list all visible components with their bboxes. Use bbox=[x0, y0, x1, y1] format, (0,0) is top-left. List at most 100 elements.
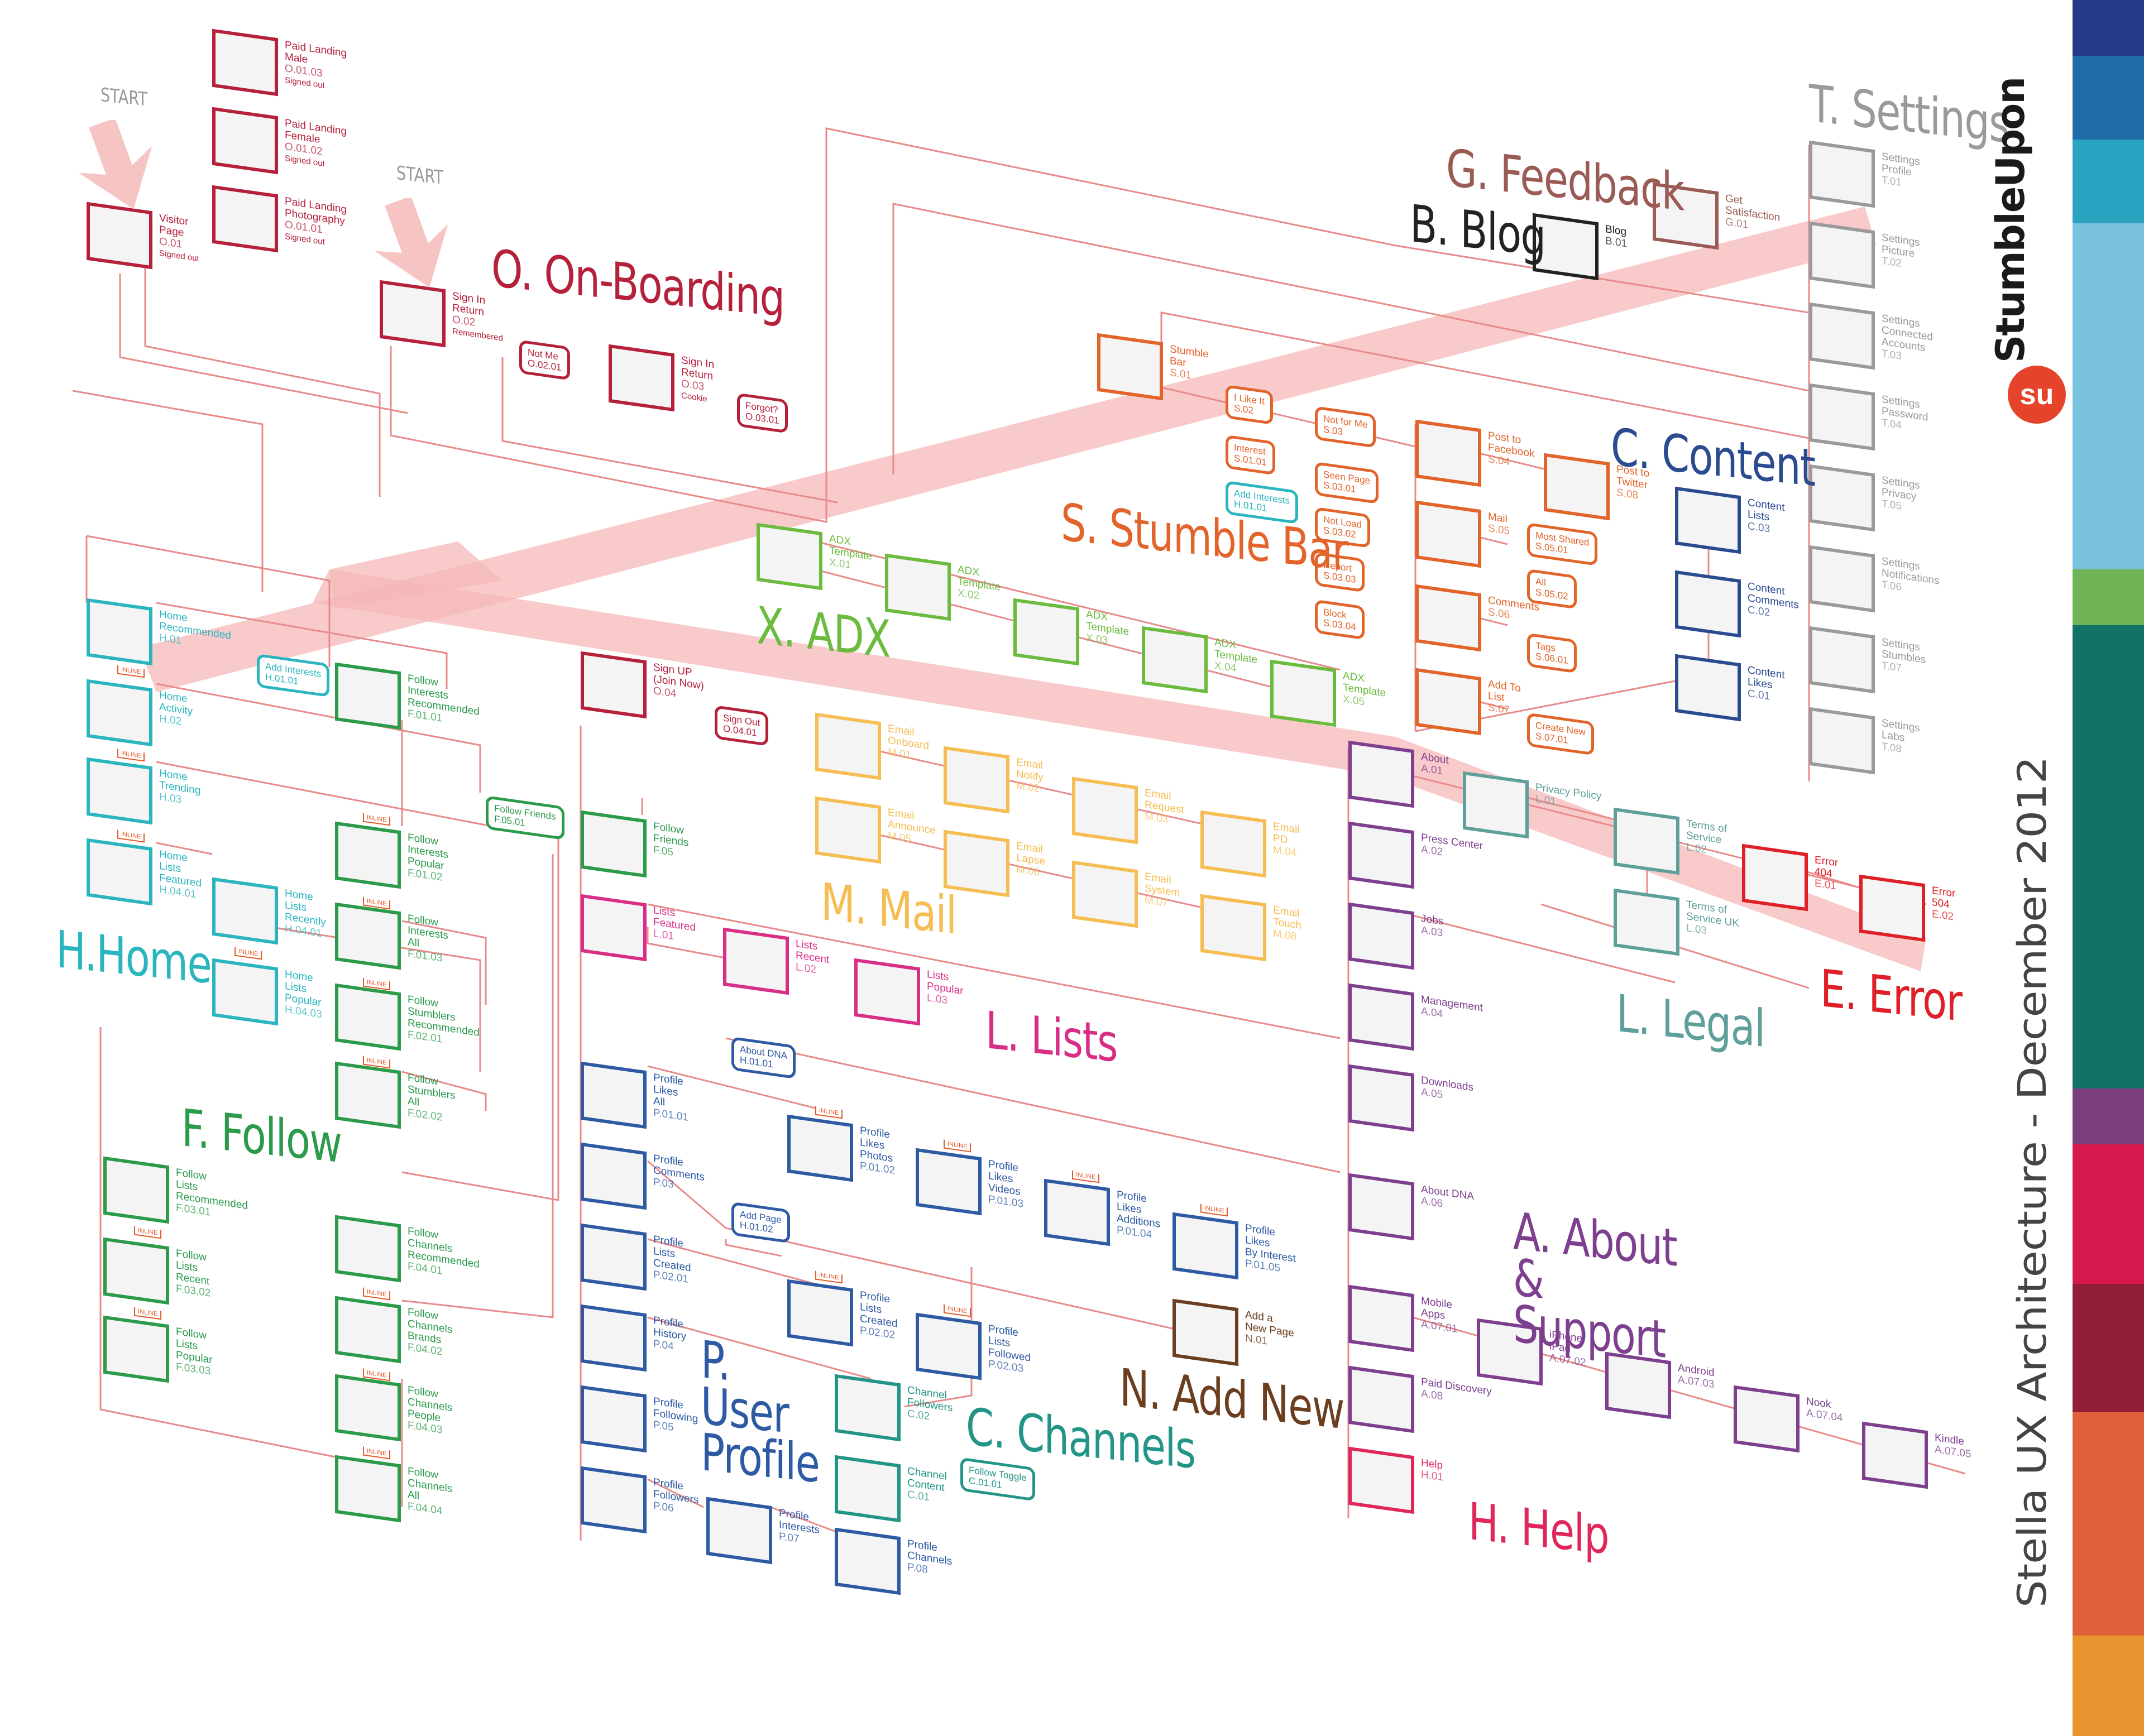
page-thumbnail[interactable] bbox=[335, 662, 401, 730]
page-thumbnail[interactable] bbox=[1348, 1284, 1414, 1353]
page-thumbnail[interactable] bbox=[787, 1114, 853, 1182]
page-thumbnail[interactable] bbox=[581, 1223, 647, 1291]
page-thumbnail[interactable] bbox=[1348, 821, 1414, 889]
page-thumbnail[interactable] bbox=[1142, 626, 1208, 694]
page-thumbnail[interactable] bbox=[723, 927, 789, 995]
page-thumbnail[interactable] bbox=[1809, 707, 1875, 775]
page-thumbnail[interactable] bbox=[916, 1148, 982, 1216]
page-thumbnail[interactable] bbox=[335, 1455, 401, 1523]
page-thumbnail[interactable] bbox=[1675, 654, 1741, 722]
page-thumbnail[interactable] bbox=[1044, 1178, 1110, 1246]
page-thumbnail[interactable] bbox=[835, 1374, 901, 1442]
page-thumbnail[interactable] bbox=[1348, 983, 1414, 1051]
page-thumbnail[interactable] bbox=[212, 877, 278, 945]
page-thumbnail[interactable] bbox=[1614, 807, 1679, 875]
page-thumbnail[interactable] bbox=[1172, 1212, 1238, 1280]
connector-line bbox=[119, 274, 408, 414]
page-thumbnail[interactable] bbox=[1348, 1173, 1414, 1241]
page-thumbnail[interactable] bbox=[581, 651, 647, 719]
page-thumbnail[interactable] bbox=[212, 28, 278, 97]
page-thumbnail[interactable] bbox=[854, 958, 920, 1026]
page-thumbnail[interactable] bbox=[581, 1385, 647, 1453]
page-thumbnail[interactable] bbox=[835, 1527, 901, 1595]
page-thumbnail[interactable] bbox=[1200, 894, 1266, 962]
page-thumbnail[interactable] bbox=[1415, 668, 1481, 736]
page-thumbnail[interactable] bbox=[335, 1215, 401, 1283]
page-thumbnail[interactable] bbox=[212, 185, 278, 253]
page-thumbnail[interactable] bbox=[1862, 1421, 1928, 1489]
page-thumbnail[interactable] bbox=[1072, 776, 1138, 845]
page-thumbnail[interactable] bbox=[335, 1061, 401, 1129]
page-thumbnail[interactable] bbox=[1072, 860, 1138, 928]
page-thumbnail[interactable] bbox=[581, 1304, 647, 1372]
page-thumbnail[interactable] bbox=[1348, 1064, 1414, 1132]
page-thumbnail[interactable] bbox=[103, 1237, 169, 1305]
page-thumbnail[interactable] bbox=[1348, 902, 1414, 970]
page-thumbnail[interactable] bbox=[212, 958, 278, 1026]
page-thumbnail[interactable] bbox=[87, 757, 152, 825]
page-thumbnail[interactable] bbox=[1544, 453, 1610, 521]
page-thumbnail[interactable] bbox=[103, 1315, 169, 1383]
page-thumbnail[interactable] bbox=[944, 746, 1009, 814]
page-thumbnail[interactable] bbox=[335, 983, 401, 1051]
page-thumbnail[interactable] bbox=[581, 1466, 647, 1534]
page-thumbnail[interactable] bbox=[1675, 486, 1741, 554]
page-thumbnail[interactable] bbox=[581, 1061, 647, 1129]
page-thumbnail[interactable] bbox=[87, 679, 152, 747]
page-thumbnail[interactable] bbox=[706, 1497, 772, 1565]
page-thumbnail[interactable] bbox=[757, 522, 822, 591]
page-thumbnail[interactable] bbox=[1463, 771, 1529, 839]
page-thumbnail[interactable] bbox=[335, 1296, 401, 1364]
page-thumbnail[interactable] bbox=[1172, 1298, 1238, 1366]
page-thumbnail[interactable] bbox=[815, 796, 881, 864]
page-thumbnail[interactable] bbox=[1270, 659, 1336, 727]
page-thumbnail[interactable] bbox=[1809, 221, 1875, 289]
page-thumbnail[interactable] bbox=[103, 1156, 169, 1224]
page-thumbnail[interactable] bbox=[787, 1279, 853, 1347]
page-thumbnail[interactable] bbox=[1348, 1446, 1414, 1514]
page-thumbnail[interactable] bbox=[1809, 383, 1875, 451]
page-thumbnail[interactable] bbox=[835, 1455, 901, 1523]
page-thumbnail[interactable] bbox=[1415, 584, 1481, 652]
page-thumbnail[interactable] bbox=[1742, 843, 1808, 912]
page-thumbnail[interactable] bbox=[335, 902, 401, 970]
page-thumbnail[interactable] bbox=[1809, 140, 1875, 208]
page-thumbnail[interactable] bbox=[885, 553, 951, 621]
page-thumbnail[interactable] bbox=[609, 344, 674, 412]
page-thumbnail[interactable] bbox=[87, 598, 152, 666]
page-thumbnail[interactable] bbox=[1013, 598, 1079, 666]
page-thumbnail[interactable] bbox=[1809, 302, 1875, 370]
page-thumbnail[interactable] bbox=[212, 107, 278, 175]
action-pill[interactable]: Forgot?O.03.01 bbox=[737, 392, 788, 434]
page-thumbnail[interactable] bbox=[1415, 500, 1481, 568]
page-thumbnail[interactable] bbox=[1675, 570, 1741, 638]
page-thumbnail[interactable] bbox=[1200, 810, 1266, 878]
page-thumbnail[interactable] bbox=[581, 810, 647, 878]
page-thumbnail[interactable] bbox=[335, 821, 401, 889]
page-thumbnail[interactable] bbox=[581, 1142, 647, 1210]
page-thumbnail[interactable] bbox=[1809, 464, 1875, 532]
page-thumbnail[interactable] bbox=[1859, 874, 1925, 942]
page-thumbnail[interactable] bbox=[1348, 1365, 1414, 1433]
page-thumbnail[interactable] bbox=[581, 894, 647, 962]
page-thumbnail[interactable] bbox=[1614, 888, 1679, 956]
page-thumbnail[interactable] bbox=[916, 1312, 982, 1380]
page-thumbnail[interactable] bbox=[1348, 740, 1414, 808]
page-thumbnail[interactable] bbox=[815, 712, 881, 780]
page-thumbnail[interactable] bbox=[1415, 419, 1481, 487]
page-thumbnail[interactable] bbox=[1809, 545, 1875, 613]
page-thumbnail[interactable] bbox=[1809, 626, 1875, 694]
page-thumbnail[interactable] bbox=[87, 838, 152, 906]
page-thumbnail[interactable] bbox=[335, 1374, 401, 1442]
page-thumbnail[interactable] bbox=[1734, 1385, 1800, 1453]
page-thumbnail[interactable] bbox=[1097, 333, 1163, 401]
